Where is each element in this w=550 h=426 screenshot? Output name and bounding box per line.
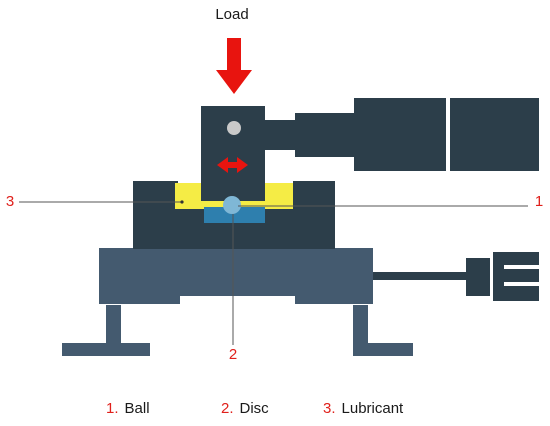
legend-item-lubricant: 3. Lubricant <box>323 400 403 417</box>
legend-label: Disc <box>239 400 269 417</box>
callout-ball: 1 <box>535 193 543 210</box>
legend-label: Lubricant <box>341 400 404 417</box>
motor-assembly <box>373 252 539 301</box>
lever-arm <box>201 98 539 201</box>
ball <box>223 196 241 214</box>
machine-legs <box>62 305 413 356</box>
oscillation-arrow <box>217 157 248 173</box>
legend-number: 3. <box>323 400 336 417</box>
lubricant-callout-dot <box>180 200 184 204</box>
legend-number: 2. <box>221 400 234 417</box>
legend-number: 1. <box>106 400 119 417</box>
legend-item-disc: 2. Disc <box>221 400 269 417</box>
disc <box>204 207 265 223</box>
load-label: Load <box>215 6 248 23</box>
leader-lines <box>19 201 528 345</box>
base-block <box>99 248 373 306</box>
legend: 1. Ball 2. Disc 3. Lubricant <box>0 400 550 422</box>
pivot-pin <box>227 121 241 135</box>
callout-lubricant: 3 <box>6 193 14 210</box>
legend-label: Ball <box>124 400 150 417</box>
callout-disc: 2 <box>229 346 237 363</box>
legend-item-ball: 1. Ball <box>106 400 150 417</box>
load-arrow <box>216 38 252 94</box>
